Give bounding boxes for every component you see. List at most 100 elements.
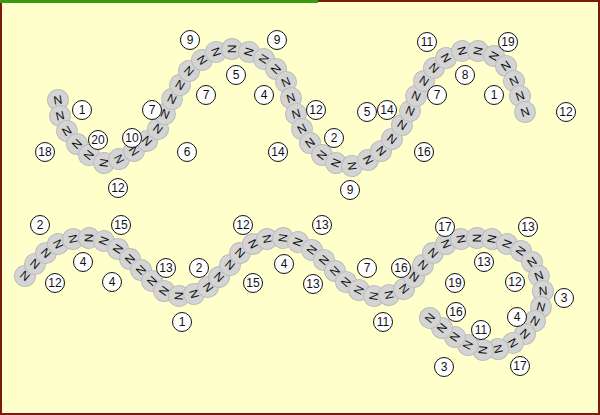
callout-number: 19 — [448, 277, 461, 289]
callout-number: 18 — [38, 146, 51, 158]
number-circle: 17 — [510, 356, 530, 376]
number-circle: 19 — [445, 273, 465, 293]
number-circle: 3 — [554, 288, 574, 308]
callout-number: 3 — [561, 292, 568, 304]
callout-number: 15 — [246, 277, 259, 289]
bead-letter: N — [477, 345, 490, 355]
number-circle: 11 — [417, 32, 437, 52]
number-circle: 8 — [455, 65, 475, 85]
callout-number: 12 — [508, 276, 521, 288]
number-circle: 12 — [505, 272, 525, 292]
bead-letter: N — [471, 45, 484, 56]
number-circle: 12 — [556, 102, 576, 122]
callout-number: 15 — [114, 219, 127, 231]
callout-number: 9 — [187, 34, 194, 46]
number-circle: 14 — [377, 100, 397, 120]
number-circle: 14 — [268, 142, 288, 162]
number-circle: 12 — [233, 215, 253, 235]
callout-number: 14 — [271, 146, 284, 158]
number-circle: 15 — [243, 273, 263, 293]
callout-number: 12 — [559, 106, 572, 118]
callout-number: 1 — [79, 104, 86, 116]
callout-number: 8 — [462, 69, 469, 81]
bead-letter: N — [519, 105, 531, 119]
number-circle: 20 — [88, 130, 108, 150]
bead-letter: N — [423, 311, 438, 325]
callout-number: 12 — [111, 182, 124, 194]
bead-letter: N — [455, 234, 468, 245]
number-circle: 5 — [226, 65, 246, 85]
number-circle: 19 — [498, 32, 518, 52]
callout-number: 2 — [37, 219, 44, 231]
callout-number: 17 — [513, 360, 526, 372]
number-circle: 7 — [196, 85, 216, 105]
callout-number: 7 — [203, 89, 210, 101]
callout-number: 9 — [274, 34, 281, 46]
number-circle: 11 — [373, 312, 393, 332]
number-circle: 5 — [357, 102, 377, 122]
callout-number: 7 — [434, 89, 441, 101]
number-circle: 9 — [340, 180, 360, 200]
bead-letter: N — [346, 161, 359, 171]
callout-number: 17 — [438, 221, 451, 233]
callout-number: 4 — [109, 276, 116, 288]
green-bar — [0, 0, 318, 3]
callout-number: 11 — [475, 324, 487, 336]
chain-line — [25, 238, 543, 351]
callout-number: 13 — [306, 278, 319, 290]
callout-number: 13 — [521, 221, 534, 233]
number-circle: 1 — [72, 100, 92, 120]
number-circle: 3 — [434, 357, 454, 377]
number-circle: 15 — [111, 215, 131, 235]
number-circle: 18 — [35, 142, 55, 162]
callout-number: 6 — [184, 146, 191, 158]
callout-number: 4 — [281, 258, 288, 270]
number-circle: 11 — [471, 320, 491, 340]
callout-number: 13 — [159, 262, 172, 274]
callout-number: 4 — [514, 311, 521, 323]
number-circle: 9 — [180, 30, 200, 50]
number-circle: 16 — [446, 302, 466, 322]
bead-letter: N — [492, 343, 506, 354]
number-circle: 4 — [507, 307, 527, 327]
number-circle: 4 — [274, 254, 294, 274]
callout-number: 13 — [315, 219, 328, 231]
number-circle: 2 — [324, 128, 344, 148]
number-circle: 13 — [474, 252, 494, 272]
number-circle: 16 — [391, 258, 411, 278]
callout-number: 2 — [196, 262, 203, 274]
bead-letter: N — [538, 285, 547, 297]
callout-number: 16 — [417, 146, 430, 158]
number-circle: 16 — [414, 142, 434, 162]
bead-letter: N — [53, 93, 63, 106]
callout-number: 1 — [179, 316, 186, 328]
callout-number: 2 — [331, 132, 338, 144]
callout-number: 7 — [364, 262, 371, 274]
callout-number: 9 — [347, 184, 354, 196]
number-circle: 12 — [306, 100, 326, 120]
number-circle: 4 — [102, 272, 122, 292]
callout-number: 11 — [377, 316, 389, 328]
number-circle: 17 — [435, 217, 455, 237]
number-circle: 7 — [427, 85, 447, 105]
callout-number: 13 — [477, 256, 490, 268]
callout-number: 12 — [236, 219, 249, 231]
bead-letter: N — [455, 46, 469, 57]
number-circle: 10 — [122, 128, 142, 148]
number-circle: 13 — [518, 217, 538, 237]
number-circle: 4 — [254, 85, 274, 105]
callout-number: 7 — [149, 104, 156, 116]
callout-number: 14 — [380, 104, 393, 116]
callout-number: 4 — [261, 89, 268, 101]
number-circle: 12 — [45, 273, 65, 293]
callout-number: 12 — [48, 277, 61, 289]
callout-number: 1 — [491, 89, 498, 101]
callout-number: 3 — [441, 361, 448, 373]
callout-number: 4 — [80, 256, 87, 268]
callout-number: 12 — [309, 104, 322, 116]
number-circle: 7 — [357, 258, 377, 278]
callout-number: 5 — [233, 69, 240, 81]
number-circle: 7 — [142, 100, 162, 120]
chain-line — [58, 49, 525, 166]
number-circle: 2 — [189, 258, 209, 278]
